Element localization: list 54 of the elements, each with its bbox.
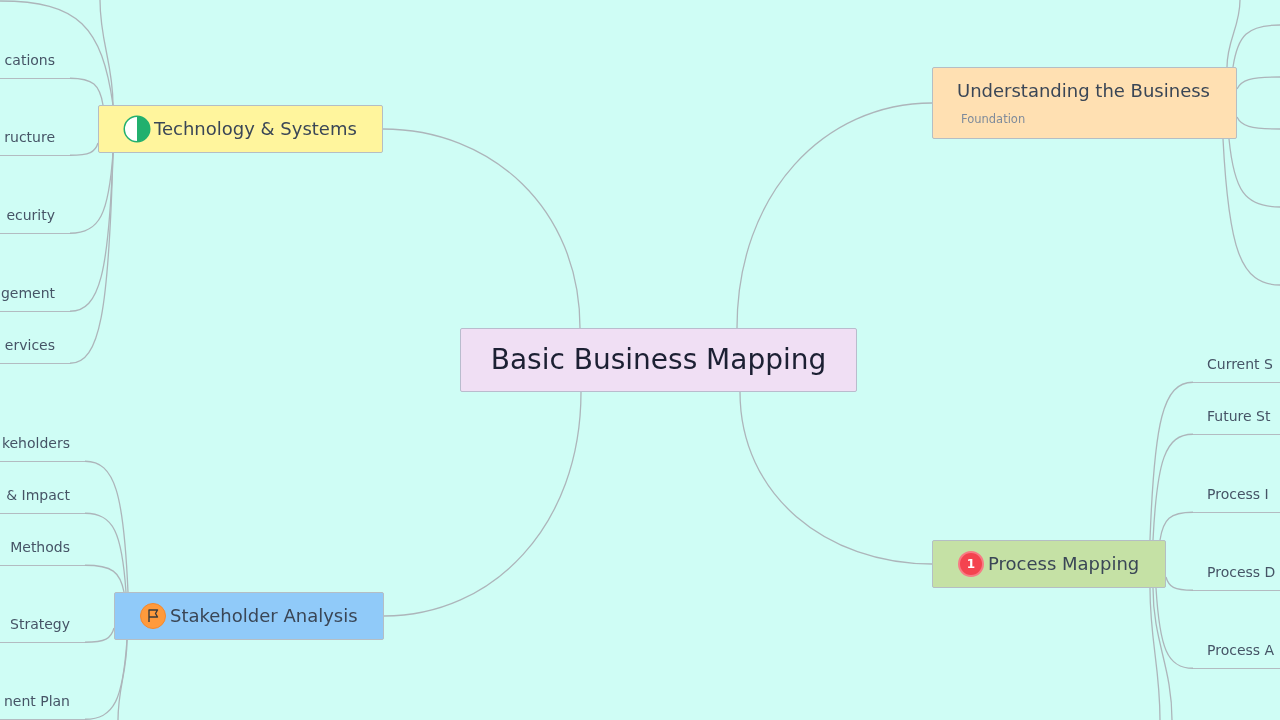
branch-line [739, 391, 933, 565]
subtopic-label: ecurity [0, 203, 70, 234]
branch-line [84, 627, 115, 643]
subtopic-label: gement [0, 281, 70, 312]
branch-line [0, 0, 114, 106]
branch-line [84, 512, 127, 593]
branch-line [1155, 587, 1194, 669]
branch-line [1232, 24, 1280, 68]
branch-line [84, 460, 129, 593]
branch-line [382, 128, 581, 329]
branch-line [1226, 0, 1241, 68]
subtopic-label: ructure [0, 125, 70, 156]
topic-box [932, 67, 1237, 139]
branch-line [69, 142, 99, 156]
branch-line [1236, 116, 1280, 130]
subtopic-label: Process A [1193, 638, 1280, 669]
subtopic-label: keholders [0, 431, 85, 462]
branch-line [69, 152, 114, 364]
subtopic-label: Process I [1193, 482, 1280, 513]
subtopic-label: Process D [1193, 560, 1280, 591]
topic-title: Understanding the Business [957, 80, 1210, 102]
branch-line [1159, 511, 1194, 541]
subtopic-label: & Impact [0, 483, 85, 514]
branch-line [69, 77, 104, 106]
subtopic-label: ervices [0, 333, 70, 364]
subtopic-label: Current S [1193, 352, 1280, 383]
branch-line [99, 0, 114, 106]
branch-line [1236, 76, 1280, 90]
branch-line [1228, 138, 1280, 208]
topic-subtitle: Foundation [961, 112, 1026, 126]
branch-line [736, 102, 933, 329]
branch-line [1149, 381, 1194, 541]
branch-line [1149, 587, 1161, 720]
branch-line [117, 639, 128, 720]
number-badge: 1 [958, 551, 984, 577]
subtopic-label: nent Plan [0, 689, 85, 720]
branch-line [383, 391, 582, 617]
subtopic-label: Strategy [0, 612, 85, 643]
topic-box [932, 540, 1166, 588]
branch-line [1165, 576, 1194, 591]
topic-box [98, 105, 383, 153]
central-topic-box [460, 328, 857, 392]
topic-title: Stakeholder Analysis [170, 605, 358, 627]
subtopic-label: Methods [0, 535, 85, 566]
branch-line [84, 564, 125, 593]
topic-box [114, 592, 384, 640]
branch-line [1152, 433, 1194, 541]
branch-line [1222, 138, 1280, 286]
subtopic-label: cations [0, 48, 70, 79]
topic-title: Technology & Systems [154, 118, 357, 140]
branch-line [1152, 587, 1173, 720]
topic-title: Process Mapping [988, 553, 1140, 575]
central-topic-title: Basic Business Mapping [490, 343, 827, 377]
subtopic-label: Future St [1193, 404, 1280, 435]
